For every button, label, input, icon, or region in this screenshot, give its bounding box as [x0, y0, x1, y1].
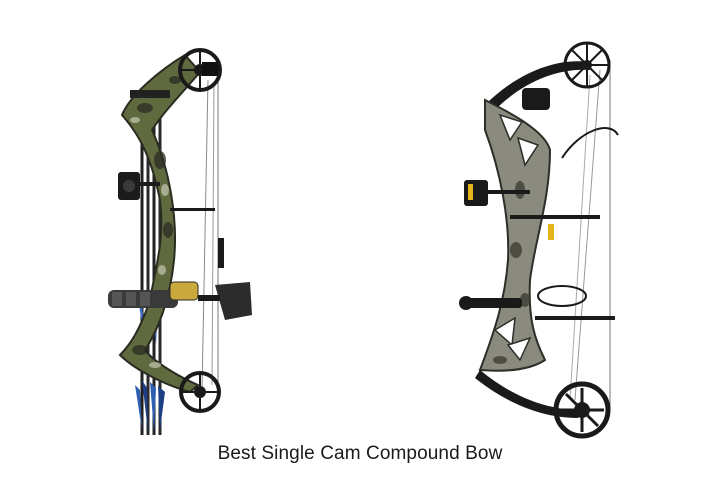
camo-compound-bow-image [108, 48, 252, 435]
release-aid [198, 238, 252, 320]
gray-camo-compound-bow-image [459, 41, 619, 439]
image-caption: Best Single Cam Compound Bow [217, 443, 503, 464]
stabilizer [108, 281, 199, 308]
bottom-cam [179, 371, 221, 413]
bottom-cam [553, 381, 611, 439]
bow-sight [118, 172, 160, 200]
stabilizer [459, 296, 522, 310]
bow-sight [464, 180, 530, 206]
top-idler-wheel [563, 41, 611, 89]
top-cam [178, 48, 222, 92]
